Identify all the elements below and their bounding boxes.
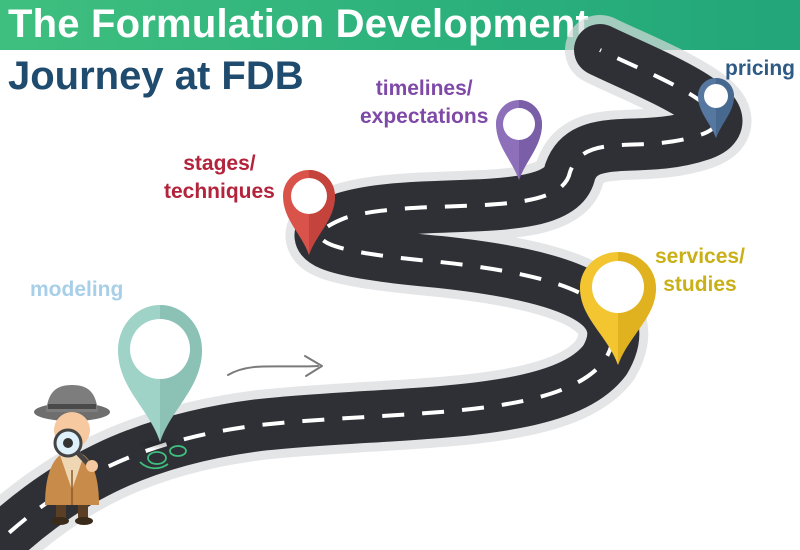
page-title: The Formulation Development — [8, 2, 590, 46]
pin-stages — [283, 170, 335, 255]
pin-modeling — [118, 305, 202, 450]
pin-services — [580, 252, 656, 365]
label-pricing: pricing — [725, 57, 796, 80]
footprints-icon — [139, 445, 187, 470]
pin-timelines — [496, 100, 542, 180]
pin-pricing — [698, 78, 734, 138]
label-services: services/ studies — [655, 245, 745, 296]
label-stages: stages/ techniques — [164, 152, 275, 203]
label-timelines: timelines/ expectations — [360, 77, 489, 128]
hand-drawn-arrow-icon — [227, 355, 323, 377]
road-center-line — [0, 48, 719, 544]
label-modeling: modeling — [30, 278, 124, 301]
detective-magnifier-icon — [34, 385, 110, 525]
title-banner — [0, 0, 800, 50]
page-subtitle: Journey at FDB — [8, 54, 304, 98]
